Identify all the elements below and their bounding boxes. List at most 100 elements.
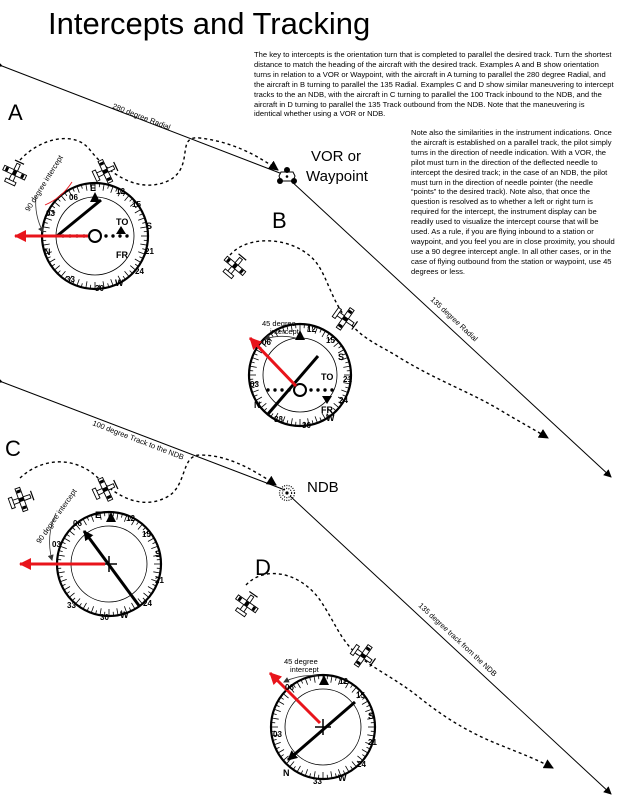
card-d-33: 33 <box>313 777 322 786</box>
compass-tick <box>249 365 257 368</box>
compass-tick <box>274 742 281 746</box>
intercept-45-label-d2: intercept <box>290 665 320 674</box>
from-flag-b: FR <box>321 405 333 415</box>
compass-tick <box>282 416 286 424</box>
compass-tick <box>311 420 314 425</box>
card-numerals-a: E 06 12 15 S 21 24 W 30 33 N 03 <box>44 183 154 293</box>
compass-tick <box>134 205 139 209</box>
card-b-03: 03 <box>250 380 259 389</box>
card-d-24: 24 <box>357 760 366 769</box>
compass-tick <box>350 766 354 770</box>
vor-label-line2: Waypoint <box>306 168 368 185</box>
compass-tick <box>142 526 147 531</box>
compass-tick <box>72 187 75 192</box>
compass-tick <box>151 579 158 583</box>
compass-tick <box>332 407 337 412</box>
compass-tick <box>124 515 128 522</box>
radial-280-label: 280 degree Radial <box>111 101 172 131</box>
compass-tick <box>129 201 136 207</box>
card-d-21: 21 <box>368 738 377 747</box>
compass-tick <box>271 734 279 737</box>
compass-tick <box>143 530 150 536</box>
card-c-15: 15 <box>142 530 151 539</box>
compass-tick <box>307 418 310 426</box>
card-d-06: 06 <box>285 683 294 692</box>
compass-tick <box>61 541 66 545</box>
compass-tick <box>277 700 285 705</box>
compass-tick <box>51 205 56 209</box>
card-b-33: 33 <box>274 415 283 424</box>
compass-tick <box>278 328 281 333</box>
compass-tick <box>155 576 160 578</box>
compass-tick <box>251 357 259 361</box>
card-b-12: 12 <box>307 325 316 334</box>
compass-tick <box>86 516 90 521</box>
compass-tick <box>137 523 143 530</box>
compass-tick <box>99 512 102 520</box>
compass-tick <box>107 184 110 189</box>
compass-tick <box>314 416 318 424</box>
flight-path-c <box>19 454 277 503</box>
compass-tick <box>121 513 123 518</box>
card-b-s: S <box>338 352 344 362</box>
compass-tick <box>42 226 50 229</box>
compass-tick <box>129 265 136 271</box>
compass-tick <box>341 357 349 361</box>
compass-tick <box>121 610 123 615</box>
compass-tick <box>361 700 369 705</box>
compass-tick <box>274 330 279 338</box>
compass-tick <box>117 189 122 197</box>
card-a-s: S <box>146 221 152 231</box>
compass-tick <box>338 345 343 349</box>
compass-tick <box>57 198 61 202</box>
compass-tick <box>250 361 255 364</box>
compass-tick <box>136 521 140 525</box>
compass-tick <box>356 689 361 694</box>
compass-tick <box>290 324 293 332</box>
compass-tick <box>260 402 267 409</box>
compass-tick <box>342 770 346 775</box>
compass-tick <box>54 265 61 271</box>
compass-tick <box>257 401 262 405</box>
compass-tick <box>332 338 337 343</box>
compass-tick <box>153 554 161 557</box>
compass-tick <box>300 770 304 775</box>
card-d-s: S <box>368 711 374 721</box>
from-flag: FR <box>116 250 128 260</box>
compass-tick <box>255 396 263 401</box>
airplane-d1-icon <box>229 586 264 622</box>
compass-tick <box>290 418 293 426</box>
card-b-30: 30 <box>302 421 311 430</box>
compass-tick <box>311 325 314 330</box>
compass-tick <box>124 270 130 277</box>
compass-tick <box>362 696 366 700</box>
compass-tick <box>57 571 65 574</box>
compass-tick <box>143 592 150 598</box>
card-a-15: 15 <box>132 200 141 209</box>
compass-tick <box>345 681 350 689</box>
compass-tick <box>140 226 148 229</box>
compass-tick <box>124 606 128 613</box>
compass-tick <box>335 773 337 778</box>
compass-tick <box>102 281 105 289</box>
compass-tick <box>337 396 345 401</box>
compass-tick <box>131 518 136 526</box>
compass-tick <box>342 679 346 684</box>
compass-tick <box>147 537 155 542</box>
card-c-03: 03 <box>52 540 61 549</box>
card-a-24: 24 <box>135 267 144 276</box>
compass-tick <box>282 693 289 699</box>
compass-tick <box>60 545 67 549</box>
compass-tick <box>45 251 52 255</box>
compass-tick <box>142 221 147 224</box>
compass-tick <box>64 275 68 280</box>
compass-tick <box>128 516 132 521</box>
compass-tick <box>275 746 280 750</box>
compass-tick <box>107 283 110 288</box>
compass-tick <box>274 412 279 420</box>
compass-tick <box>90 515 94 522</box>
compass-tick <box>68 592 75 598</box>
compass-tick <box>99 608 102 616</box>
card-b-21: 21 <box>343 375 352 384</box>
